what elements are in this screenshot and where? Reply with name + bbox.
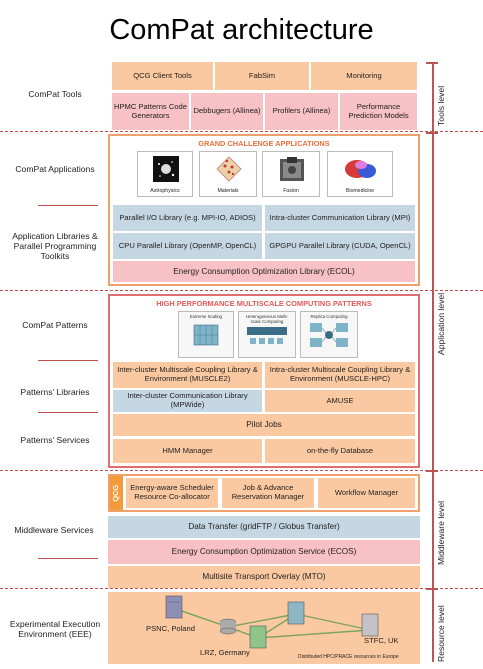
site-lrz: LRZ, Germany [200, 648, 250, 657]
application-separator [0, 290, 483, 291]
lib-muscle2: Inter-cluster Multiscale Coupling Librar… [113, 362, 262, 388]
row-label-eee: Experimental Execution Environment (EEE) [9, 619, 101, 639]
row-label-patterns-services: Patterns' Services [20, 435, 90, 445]
materials-image-icon [216, 156, 242, 182]
site-stfc: STFC, UK [364, 636, 399, 645]
row-label-applications: ComPat Applications [15, 164, 95, 174]
storage-icon [219, 618, 237, 635]
level-tick [426, 132, 438, 134]
mw-workflow-manager: Workflow Manager [318, 478, 415, 508]
row-divider [38, 205, 98, 206]
astrophysics-image-icon [153, 156, 179, 182]
site-psnc: PSNC, Poland [146, 624, 195, 633]
tool-debuggers: Debbugers (Allinea) [191, 93, 263, 130]
mw-ecos: Energy Consumption Optimization Service … [108, 540, 420, 564]
app-astrophysics: Astrophysics [137, 151, 193, 197]
patterns-separator [0, 470, 483, 471]
resource-level-label: Resource level [436, 605, 446, 662]
eee-footnote: Distributed HPC/PRACE resources in Europ… [298, 654, 399, 660]
lib-intra-cluster-mpi: Intra-cluster Communication Library (MPI… [265, 205, 415, 231]
replica-computing-icon [310, 323, 348, 347]
biomedicine-image-icon [345, 160, 376, 178]
pattern-extreme-scaling: Extreme Scaling [178, 311, 234, 358]
qcg-label: QCG [110, 476, 123, 510]
service-hmm-manager: HMM Manager [113, 439, 262, 463]
app-biomedicine: Biomedicine [327, 151, 393, 197]
server-icon [287, 601, 305, 625]
row-divider [38, 558, 98, 559]
pattern-replica-label: Replica Computing [310, 314, 348, 319]
mw-data-transfer: Data Transfer (gridFTP / Globus Transfer… [108, 516, 420, 538]
lib-muscle-hpc: Intra-cluster Multiscale Coupling Librar… [265, 362, 415, 388]
server-icon [165, 595, 183, 619]
row-label-app-libraries: Application Libraries & Parallel Program… [12, 231, 98, 261]
lib-gpgpu-parallel: GPGPU Parallel Library (CUDA, OpenCL) [265, 233, 415, 259]
applications-frame-title: GRAND CHALLENGE APPLICATIONS [198, 139, 330, 148]
fusion-image-icon [280, 157, 304, 181]
row-label-tools: ComPat Tools [28, 89, 82, 99]
app-astrophysics-label: Astrophysics [150, 188, 180, 194]
row-label-patterns-libraries: Patterns' Libraries [20, 387, 90, 397]
tool-monitoring: Monitoring [311, 62, 417, 90]
app-fusion: Fusion [262, 151, 320, 197]
qcg-label-text: QCG [111, 484, 121, 502]
tool-qcg-client: QCG Client Tools [112, 62, 213, 90]
server-icon [249, 625, 267, 649]
pattern-replica: Replica Computing [300, 311, 358, 358]
lib-amuse: AMUSE [265, 390, 415, 412]
row-label-patterns: ComPat Patterns [22, 320, 88, 330]
service-pilot-jobs: Pilot Jobs [113, 414, 415, 436]
app-materials-label: Materials [217, 188, 239, 194]
lib-mpwide: Inter-cluster Communication Library (MPW… [113, 390, 262, 412]
tool-fabsim: FabSim [215, 62, 309, 90]
lib-parallel-io: Parallel I/O Library (e.g. MPI-IO, ADIOS… [113, 205, 262, 231]
diagram-title: ComPat architecture [109, 14, 374, 46]
tool-performance-prediction: Performance Prediction Models [340, 93, 417, 130]
patterns-frame-title: HIGH PERFORMANCE MULTISCALE COMPUTING PA… [156, 299, 372, 308]
tool-hpmc-generators: HPMC Patterns Code Generators [112, 93, 189, 130]
mw-scheduler: Energy-aware Scheduler Resource Co-alloc… [126, 478, 218, 508]
pattern-heterogeneous-label: Heterogeneous Multi-scale Computing [246, 314, 288, 324]
level-axis-line [432, 62, 434, 662]
middleware-separator [0, 588, 483, 589]
level-tick [426, 62, 438, 64]
app-materials: Materials [199, 151, 257, 197]
tools-separator [0, 131, 483, 132]
extreme-scaling-icon [193, 324, 219, 346]
service-otf-database: on-the-fly Database [265, 439, 415, 463]
app-biomedicine-label: Biomedicine [345, 188, 375, 194]
pattern-heterogeneous: Heterogeneous Multi-scale Computing [238, 311, 296, 358]
row-label-middleware: Middleware Services [14, 525, 94, 535]
pattern-extreme-scaling-label: Extreme Scaling [190, 314, 222, 319]
row-divider [38, 360, 98, 361]
tools-level-label: Tools level [436, 85, 446, 126]
app-fusion-label: Fusion [283, 188, 299, 194]
mw-reservation-manager: Job & Advance Reservation Manager [222, 478, 314, 508]
server-icon [361, 613, 379, 637]
application-level-label: Application level [436, 292, 446, 355]
lib-ecol: Energy Consumption Optimization Library … [113, 261, 415, 282]
heterogeneous-computing-icon [247, 327, 287, 344]
eee-panel: PSNC, Poland LRZ, Germany STFC, UK Distr… [108, 592, 420, 664]
lib-cpu-parallel: CPU Parallel Library (OpenMP, OpenCL) [113, 233, 262, 259]
eee-network-diagram [165, 595, 379, 649]
row-divider [38, 412, 98, 413]
mw-mto: Multisite Transport Overlay (MTO) [108, 566, 420, 588]
middleware-level-label: Middleware level [436, 500, 446, 565]
tool-profilers: Profilers (Allinea) [265, 93, 338, 130]
